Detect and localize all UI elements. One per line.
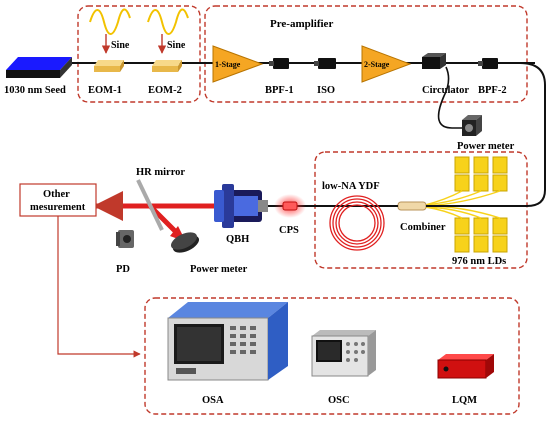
other-measurement-line2: mesurement	[30, 202, 86, 213]
preamp-title: Pre-amplifier	[270, 18, 333, 30]
hr-mirror-label: HR mirror	[136, 167, 185, 178]
eom1-label: EOM-1	[88, 85, 122, 96]
power-meter-mid-label: Power meter	[190, 264, 248, 275]
sine-label-1: Sine	[111, 40, 130, 51]
bpf1-label: BPF-1	[265, 85, 294, 96]
lqm-instrument	[437, 354, 494, 379]
power-meter-top-label: Power meter	[457, 141, 515, 152]
combiner-label: Combiner	[400, 222, 446, 233]
hr-mirror	[136, 179, 164, 231]
cps-label: CPS	[279, 225, 299, 236]
sine-wave-icon-2	[147, 8, 189, 35]
low-na-label: low-NA YDF	[322, 181, 380, 192]
other-measurement-line1: Other	[43, 189, 70, 200]
eom2-label: EOM-2	[148, 85, 182, 96]
combiner-component	[397, 201, 427, 211]
qbh-label: QBH	[226, 234, 249, 245]
main-amp-group-box	[314, 151, 528, 269]
pd-icon	[116, 230, 134, 248]
osc-label: OSC	[328, 395, 350, 406]
stage1-amplifier	[212, 45, 264, 83]
stage2-label: 2-Stage	[364, 60, 390, 69]
iso-component	[314, 58, 336, 69]
circulator-component	[422, 53, 446, 69]
bpf1-component	[269, 58, 289, 69]
pd-label: PD	[116, 264, 130, 275]
circulator-tap-fiber	[437, 66, 462, 129]
lds-label: 976 nm LDs	[452, 256, 506, 267]
sine-wave-icon-1	[89, 8, 131, 35]
diagnostics-connector	[57, 216, 141, 358]
stage1-label: 1-Stage	[215, 60, 241, 69]
osa-instrument	[167, 302, 288, 381]
qbh-component	[214, 184, 268, 228]
lqm-label: LQM	[452, 395, 477, 406]
cps-component	[274, 194, 306, 218]
bpf2-component	[478, 58, 498, 69]
ld-array-top	[454, 156, 508, 192]
sine-label-2: Sine	[167, 40, 186, 51]
seed-laser	[6, 57, 72, 78]
osa-label: OSA	[202, 395, 224, 406]
preamp-group-box	[204, 5, 528, 103]
eom-1	[94, 60, 124, 72]
power-meter-top-icon	[462, 115, 482, 136]
diagnostics-group-box	[144, 297, 520, 415]
stage2-amplifier	[361, 45, 412, 83]
fiber-right-return	[470, 62, 546, 207]
seed-label: 1030 nm Seed	[4, 85, 66, 96]
ydf-coil	[329, 195, 385, 251]
eom-group-box	[77, 5, 201, 103]
power-meter-mid-icon	[170, 232, 200, 253]
eom-2	[152, 60, 182, 72]
pump-fibers	[424, 190, 501, 219]
other-measurement-box	[19, 183, 97, 217]
ld-array-bottom	[454, 217, 508, 253]
osc-instrument	[311, 330, 376, 377]
bpf2-label: BPF-2	[478, 85, 507, 96]
iso-label: ISO	[317, 85, 335, 96]
